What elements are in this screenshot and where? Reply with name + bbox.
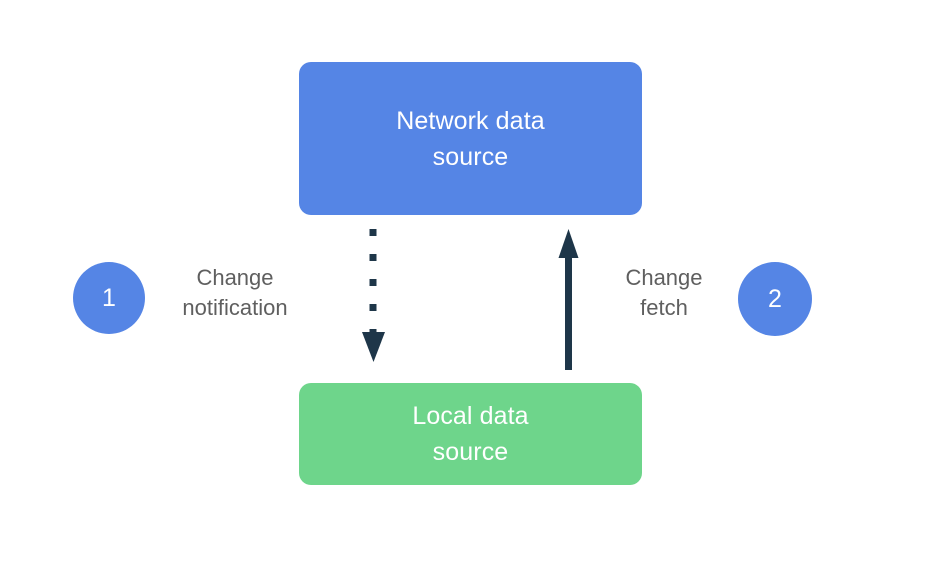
edge-label-change-fetch: Change fetch [625, 265, 703, 320]
step-badge-1: 1 [73, 262, 145, 334]
step-badge-2: 2 [738, 262, 812, 336]
edge-label-change-notification: Change notification [182, 265, 288, 320]
solid-up-arrow-icon [558, 229, 579, 370]
dotted-down-arrow-icon [362, 229, 385, 362]
node-network-data-source: Network data source [299, 62, 642, 215]
node-local-data-source: Local data source [299, 383, 642, 485]
